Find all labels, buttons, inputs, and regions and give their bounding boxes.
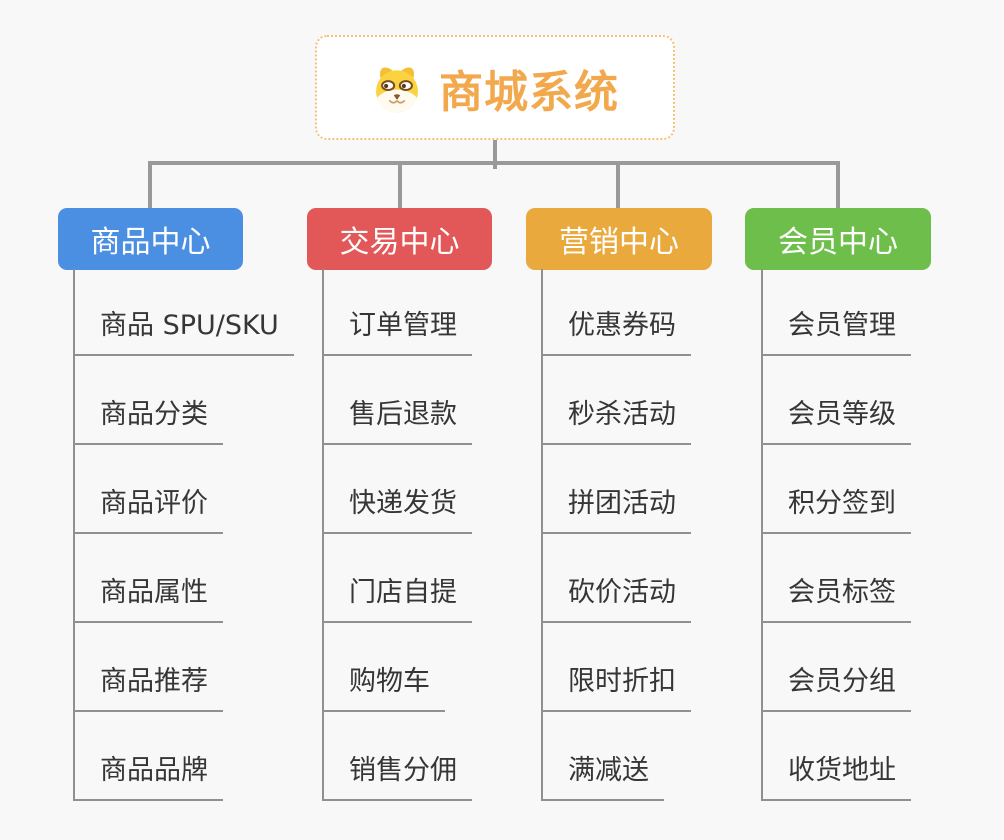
subtopic-item[interactable]: 售后退款: [322, 397, 472, 445]
branch-spine-line: [541, 269, 543, 801]
branch-topic-label: 营销中心: [559, 225, 679, 260]
connector-horizontal: [148, 161, 840, 165]
subtopic-item[interactable]: 购物车: [322, 664, 445, 712]
connector-drop-member: [836, 161, 840, 208]
subtopic-item[interactable]: 订单管理: [322, 308, 472, 356]
connector-drop-trade: [398, 161, 402, 208]
subtopic-item[interactable]: 拼团活动: [541, 486, 691, 534]
root-topic-title: 商城系统: [439, 66, 619, 118]
branch-spine-line: [322, 269, 324, 801]
subtopic-item[interactable]: 积分签到: [761, 486, 911, 534]
subtopic-item[interactable]: 商品属性: [73, 575, 223, 623]
subtopic-item[interactable]: 满减送: [541, 753, 664, 801]
subtopic-item[interactable]: 会员管理: [761, 308, 911, 356]
branch-topic-marketing-center[interactable]: 营销中心: [526, 208, 712, 270]
subtopic-item[interactable]: 砍价活动: [541, 575, 691, 623]
connector-drop-product: [148, 161, 152, 208]
subtopic-item[interactable]: 商品品牌: [73, 753, 223, 801]
branch-spine-line: [761, 269, 763, 801]
connector-drop-marketing: [616, 161, 620, 208]
subtopic-item[interactable]: 门店自提: [322, 575, 472, 623]
root-topic-node[interactable]: 商城系统: [315, 35, 675, 140]
subtopic-item[interactable]: 快递发货: [322, 486, 472, 534]
subtopic-item[interactable]: 销售分佣: [322, 753, 472, 801]
subtopic-item[interactable]: 会员分组: [761, 664, 911, 712]
branch-spine-line: [73, 269, 75, 801]
subtopic-item[interactable]: 秒杀活动: [541, 397, 691, 445]
branch-topic-label: 交易中心: [339, 225, 460, 260]
dog-face-icon: [371, 63, 423, 113]
subtopic-item[interactable]: 会员等级: [761, 397, 911, 445]
subtopic-item[interactable]: 商品评价: [73, 486, 223, 534]
subtopic-item[interactable]: 优惠券码: [541, 308, 691, 356]
branch-topic-label: 商品中心: [90, 225, 211, 260]
branch-topic-member-center[interactable]: 会员中心: [745, 208, 931, 270]
subtopic-item[interactable]: 会员标签: [761, 575, 911, 623]
subtopic-item[interactable]: 商品 SPU/SKU: [73, 308, 294, 356]
branch-topic-trade-center[interactable]: 交易中心: [307, 208, 492, 270]
subtopic-item[interactable]: 限时折扣: [541, 664, 691, 712]
branch-topic-product-center[interactable]: 商品中心: [58, 208, 243, 270]
subtopic-item[interactable]: 收货地址: [761, 753, 911, 801]
connector-root-drop: [493, 140, 497, 169]
branch-topic-label: 会员中心: [778, 225, 898, 260]
subtopic-item[interactable]: 商品推荐: [73, 664, 223, 712]
subtopic-item[interactable]: 商品分类: [73, 397, 223, 445]
